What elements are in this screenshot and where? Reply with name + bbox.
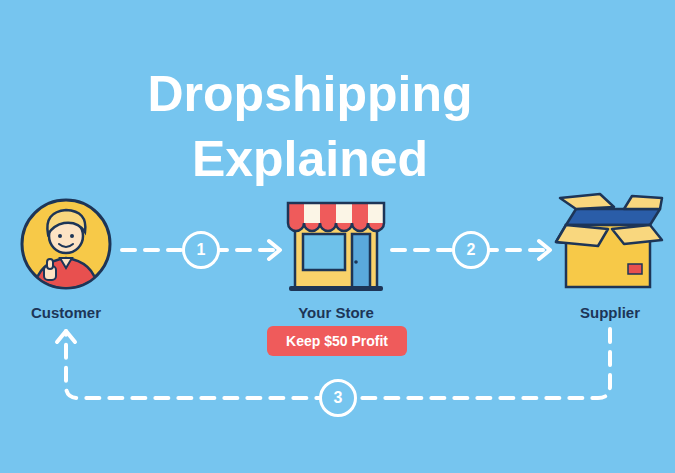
customer-icon-part <box>34 258 98 292</box>
arrow-head <box>269 241 280 259</box>
supplier-node: Supplier <box>554 198 666 323</box>
customer-icon-part-part <box>60 258 72 268</box>
store-icon-part <box>304 203 320 223</box>
step-circle: 1 <box>182 231 220 269</box>
store-node: Your Store <box>284 198 388 323</box>
store-icon-part <box>352 203 368 223</box>
store-icon-part <box>288 203 384 231</box>
supplier-icon-part <box>566 209 660 225</box>
profit-badge: Keep $50 Profit <box>267 326 407 356</box>
arrow-head <box>539 241 550 259</box>
store-icon-part <box>289 286 383 291</box>
callout-number: 2 <box>467 241 476 259</box>
customer-node: Customer <box>14 198 118 323</box>
callout-number: 3 <box>334 389 343 407</box>
customer-icon-part-part <box>34 258 98 292</box>
customer-icon-part <box>70 234 74 238</box>
store-icon <box>288 203 384 291</box>
customer-icon <box>22 200 110 292</box>
step-circle: 3 <box>319 379 357 417</box>
supplier-icon-part <box>628 264 642 274</box>
order-arrow <box>392 241 550 259</box>
supplier-icon-part <box>624 196 662 209</box>
customer-icon-part <box>58 234 62 238</box>
store-icon-part <box>288 203 304 223</box>
order-arrow <box>122 241 280 259</box>
supplier-icon-part <box>560 194 614 209</box>
store-icon-part <box>295 222 377 288</box>
customer-icon-part <box>47 210 85 234</box>
store-icon-part <box>352 234 370 288</box>
store-icon-part <box>320 203 336 223</box>
customer-icon-part <box>47 259 53 269</box>
store-icon-part <box>368 203 384 223</box>
store-icon-part <box>303 234 345 270</box>
arrow-head <box>57 331 75 342</box>
node-label: Customer <box>31 303 101 323</box>
badge-text: Keep $50 Profit <box>286 332 388 350</box>
store-icon-part <box>336 203 352 223</box>
title: Dropshipping Explained <box>95 62 525 192</box>
node-label: Supplier <box>580 303 640 323</box>
customer-icon-part <box>59 244 73 247</box>
supplier-icon-part <box>556 225 608 246</box>
supplier-icon-part <box>556 225 608 246</box>
supplier-icon-part <box>612 225 662 244</box>
callout-number: 1 <box>197 241 206 259</box>
supplier-icon <box>556 194 662 287</box>
store-icon-part <box>354 260 358 264</box>
node-label: Your Store <box>298 303 374 323</box>
step-circle: 2 <box>452 231 490 269</box>
